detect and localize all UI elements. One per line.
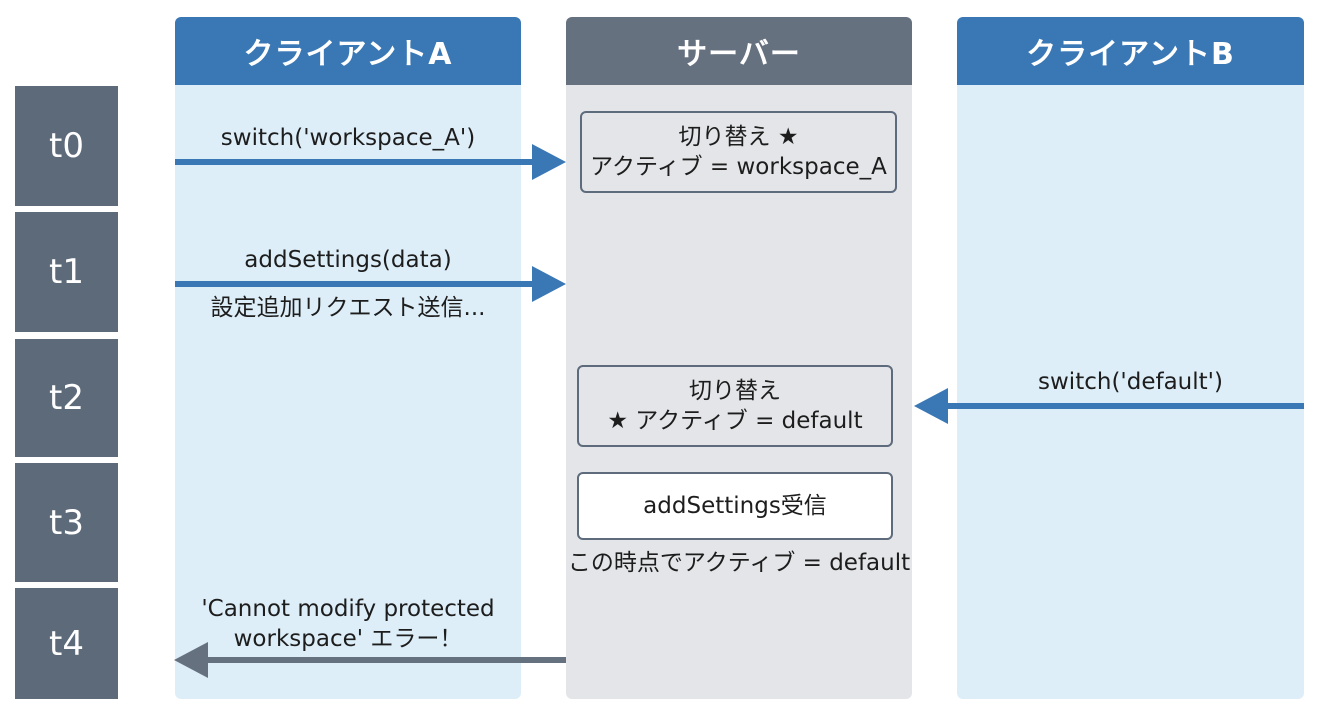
label-t3-active-note: この時点でアクティブ = default: [567, 550, 911, 576]
label-t2-switch-default-call: switch('default'): [1038, 369, 1223, 395]
label-t4-error-line2: workspace' エラー！: [233, 626, 463, 652]
label-t1-request-note: 設定追加リクエスト送信...: [210, 295, 486, 321]
server-box-t2-switch: 切り替え ★ アクティブ = default: [577, 365, 893, 447]
server-box-t2-line1: 切り替え: [689, 378, 781, 404]
time-label-t4: t4: [15, 588, 118, 699]
server-box-t0-line2: アクティブ = workspace_A: [590, 154, 887, 180]
time-label-t1: t1: [15, 212, 118, 332]
server-box-t2-line2: ★ アクティブ = default: [607, 408, 863, 434]
time-label-t2: t2: [15, 339, 118, 457]
server-box-t3-line1: addSettings受信: [643, 493, 827, 519]
lane-header-client-a: クライアントA: [175, 17, 521, 85]
server-box-t3-received: addSettings受信: [577, 472, 893, 540]
label-t0-switch-call: switch('workspace_A'): [220, 125, 476, 151]
time-label-t3: t3: [15, 463, 118, 582]
lane-header-server: サーバー: [566, 17, 912, 85]
label-t1-addsettings-call: addSettings(data): [244, 247, 452, 273]
label-t4-error-line1: 'Cannot modify protected: [201, 596, 495, 622]
lane-client-b: クライアントB: [957, 17, 1304, 699]
lane-header-client-b: クライアントB: [957, 17, 1304, 85]
lane-client-a: クライアントA: [175, 17, 521, 699]
server-box-t0-line1: 切り替え ★: [678, 124, 799, 150]
time-label-t0: t0: [15, 86, 118, 206]
server-box-t0-switch: 切り替え ★ アクティブ = workspace_A: [580, 111, 897, 193]
